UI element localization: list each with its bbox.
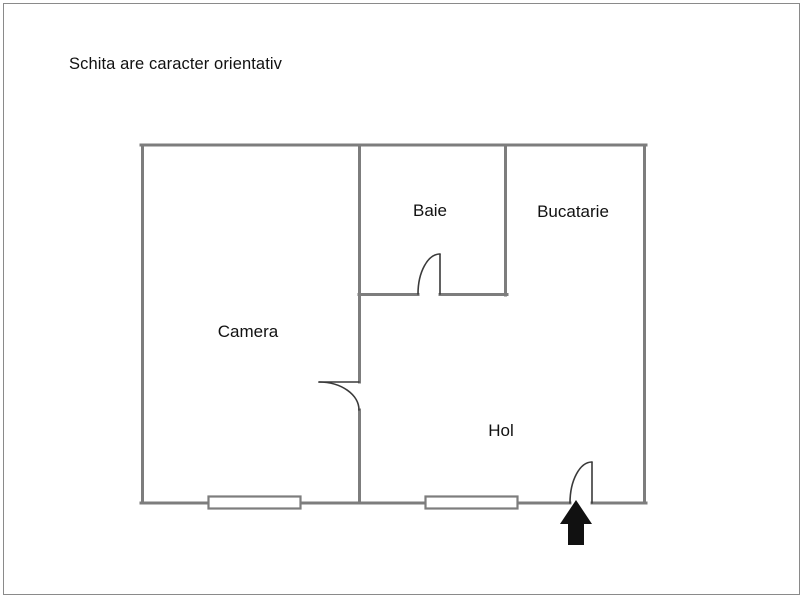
entrance-door-swing-arc: [569, 461, 593, 504]
interior-walls: [357, 143, 509, 505]
drawing-frame: [3, 3, 800, 595]
hol-window-frame: [424, 495, 519, 510]
disclaimer-note: Schita are caracter orientativ: [69, 55, 283, 73]
bedroom-door-swing-arc: [318, 381, 360, 411]
camera-window-frame: [207, 495, 302, 510]
entrance-door: [569, 461, 593, 504]
bathroom-door: [417, 253, 441, 295]
room-label-hol: Hol: [488, 421, 514, 440]
bathroom-door-swing-arc: [417, 253, 441, 295]
outer-walls: [139, 143, 648, 505]
entrance-arrow: [560, 500, 592, 545]
hol-window: [424, 495, 519, 510]
entrance-arrow-shape: [560, 500, 592, 545]
room-label-bucatarie: Bucatarie: [537, 202, 609, 221]
bedroom-door: [318, 381, 360, 411]
room-label-camera: Camera: [217, 322, 279, 341]
camera-window: [207, 495, 302, 510]
room-label-baie: Baie: [412, 201, 448, 220]
